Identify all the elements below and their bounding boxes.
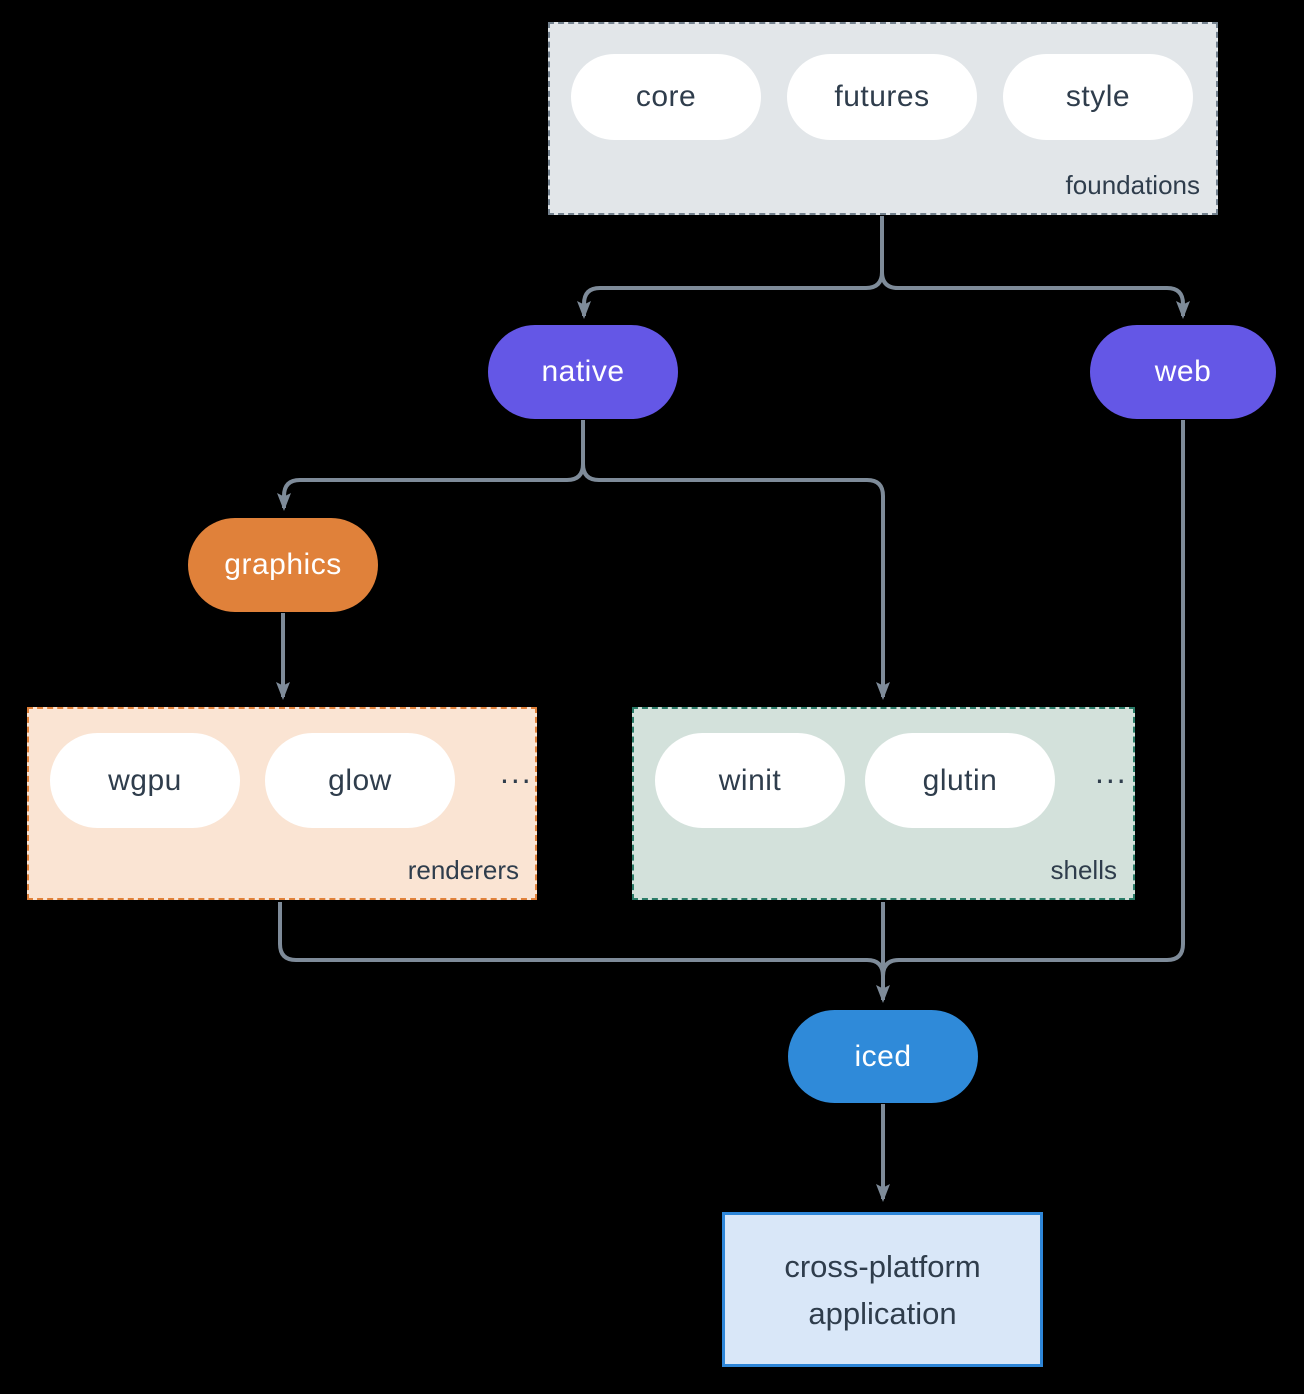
group-renderers-label: renderers xyxy=(407,855,519,885)
shells-pill-row: winit glutin ... xyxy=(655,733,1128,828)
node-iced-label: iced xyxy=(854,1039,912,1073)
node-wgpu-label: wgpu xyxy=(108,763,182,797)
arrow-native-to-graphics xyxy=(277,420,585,511)
node-futures-label: futures xyxy=(834,80,930,113)
node-cross-platform-application: cross-platform application xyxy=(722,1212,1043,1367)
node-core: core xyxy=(571,54,761,140)
node-web: web xyxy=(1090,325,1276,419)
node-wgpu: wgpu xyxy=(50,733,240,828)
node-glow-label: glow xyxy=(328,763,392,797)
node-graphics: graphics xyxy=(188,518,378,612)
node-style-label: style xyxy=(1065,80,1131,113)
node-web-label: web xyxy=(1154,355,1212,388)
node-glow: glow xyxy=(265,733,455,828)
arrow-renderers-to-iced xyxy=(278,902,885,977)
node-glutin-label: glutin xyxy=(922,763,998,797)
renderers-pill-row: wgpu glow ... xyxy=(50,733,533,828)
arrow-foundations-to-native xyxy=(577,216,884,319)
node-graphics-label: graphics xyxy=(224,548,342,581)
group-foundations-label: foundations xyxy=(1065,170,1200,200)
arrow-foundations-to-web xyxy=(880,216,1190,319)
application-label: cross-platform application xyxy=(784,1248,981,1331)
group-foundations: core futures style foundations xyxy=(548,22,1218,215)
foundations-pill-row: core futures style xyxy=(571,54,1193,140)
group-renderers: wgpu glow ... renderers xyxy=(27,707,537,900)
group-shells: winit glutin ... shells xyxy=(632,707,1135,900)
node-native: native xyxy=(488,325,678,419)
shells-more-ellipsis: ... xyxy=(1095,754,1128,790)
arrow-native-to-shells xyxy=(581,420,890,700)
group-shells-label: shells xyxy=(1050,855,1117,885)
node-iced: iced xyxy=(788,1010,978,1103)
node-glutin: glutin xyxy=(865,733,1055,828)
node-core-label: core xyxy=(635,80,697,113)
node-futures: futures xyxy=(787,54,977,140)
node-winit-label: winit xyxy=(718,763,782,797)
node-winit: winit xyxy=(655,733,845,828)
renderers-more-ellipsis: ... xyxy=(500,754,533,790)
node-style: style xyxy=(1003,54,1193,140)
node-native-label: native xyxy=(541,355,625,388)
